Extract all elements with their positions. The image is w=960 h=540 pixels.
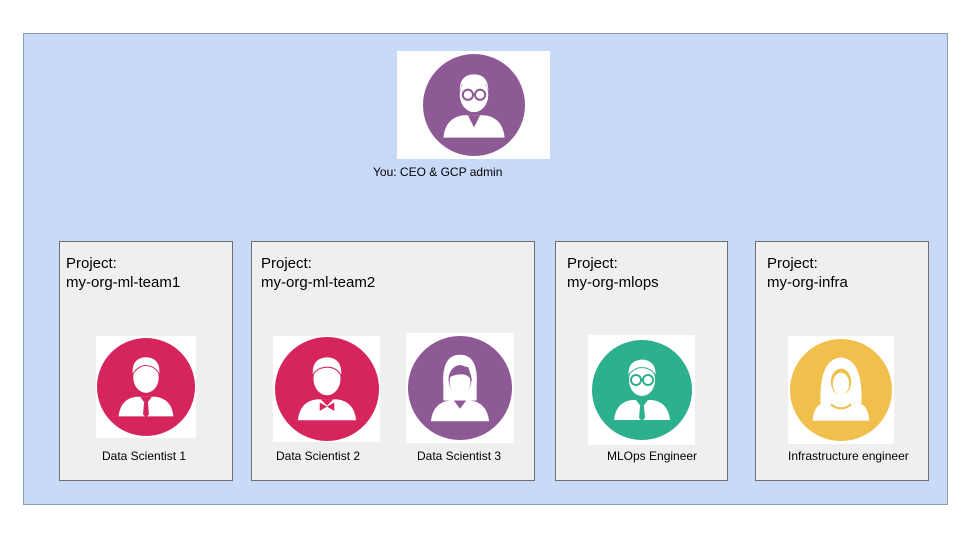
- project-name: my-org-infra: [767, 274, 848, 291]
- man-with-glasses-and-tie-icon: [591, 340, 692, 440]
- project-label: Project:: [261, 255, 312, 272]
- member-caption: MLOps Engineer: [607, 449, 698, 463]
- admin-caption: You: CEO & GCP admin: [373, 165, 503, 179]
- project-name: my-org-mlops: [567, 274, 659, 291]
- project-label: Project:: [767, 255, 818, 272]
- member-caption: Data Scientist 1: [102, 449, 187, 463]
- mlops-engineer-avatar-card: [588, 335, 695, 445]
- project-title: Project: my-org-ml-team2: [261, 254, 375, 292]
- project-label: Project:: [567, 255, 618, 272]
- project-name: my-org-ml-team1: [66, 274, 181, 291]
- data-scientist-2-avatar-card: [273, 336, 380, 442]
- admin-avatar-card: [397, 51, 550, 159]
- woman-icon: [408, 336, 512, 440]
- man-with-tie-icon: [97, 338, 195, 436]
- project-title: Project: my-org-mlops: [567, 254, 659, 292]
- project-label: Project:: [66, 255, 117, 272]
- man-with-glasses-icon: [422, 54, 525, 156]
- member-caption: Data Scientist 3: [417, 449, 502, 463]
- man-with-bowtie-icon: [274, 337, 379, 441]
- project-name: my-org-ml-team2: [261, 274, 376, 291]
- project-title: Project: my-org-ml-team1: [66, 254, 180, 292]
- infrastructure-engineer-avatar-card: [788, 336, 894, 444]
- data-scientist-1-avatar-card: [96, 336, 196, 438]
- project-title: Project: my-org-infra: [767, 254, 848, 292]
- woman-with-hijab-icon: [790, 339, 892, 441]
- member-caption: Data Scientist 2: [276, 449, 361, 463]
- member-caption: Infrastructure engineer: [788, 449, 909, 463]
- data-scientist-3-avatar-card: [406, 333, 514, 443]
